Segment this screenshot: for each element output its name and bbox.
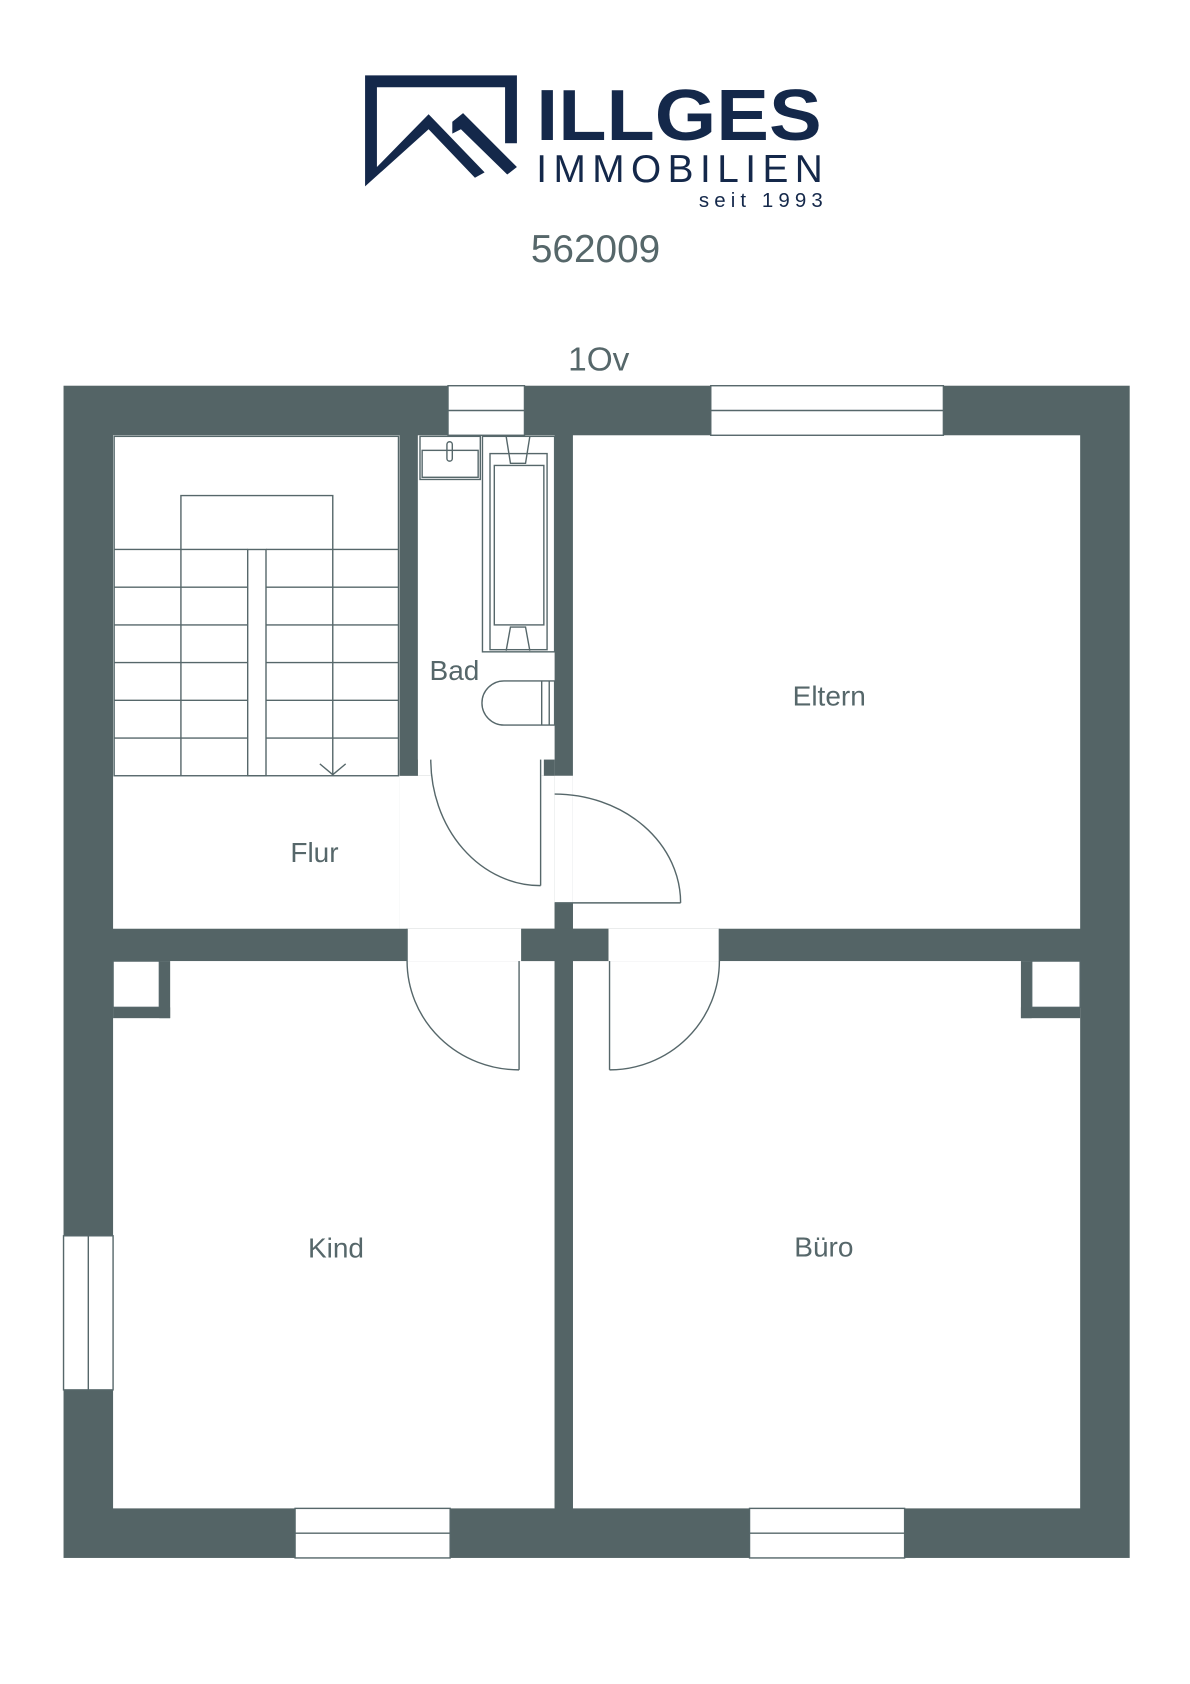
windows: [62, 385, 945, 1559]
room-areas: [113, 435, 1081, 1509]
room-label-kind: Kind: [308, 1232, 364, 1263]
room-buero: [572, 961, 1081, 1509]
stair-direction-arrow-icon: [319, 763, 347, 776]
staircase[interactable]: [113, 435, 400, 777]
company-logo: ILLGES IMMOBILIEN seit 1993: [365, 75, 823, 212]
toilet-icon: [481, 680, 556, 726]
door-buero[interactable]: [608, 928, 721, 1071]
door-kind[interactable]: [406, 928, 520, 1071]
floor-label: 1Ov: [568, 342, 630, 379]
room-label-buero: Büro: [794, 1231, 853, 1262]
door-bad[interactable]: [430, 759, 542, 887]
logo-house-icon: [365, 75, 517, 187]
listing-id: 562009: [531, 228, 660, 271]
window-buero: [748, 1507, 906, 1559]
door-eltern[interactable]: [554, 793, 682, 904]
chimney-left: [112, 960, 161, 1009]
room-eltern: [572, 435, 1081, 929]
chimney-right: [1030, 960, 1081, 1009]
room-kind: [113, 961, 555, 1509]
window-kind-side: [62, 1235, 114, 1391]
window-bad: [447, 385, 526, 436]
sink-icon: [419, 435, 482, 481]
room-flur-stair: [113, 435, 400, 929]
logo-brand-text: ILLGES: [536, 76, 821, 156]
logo-since-text: seit 1993: [699, 189, 823, 212]
room-label-eltern: Eltern: [793, 681, 866, 712]
room-label-bad: Bad: [430, 655, 480, 686]
room-bad: [417, 435, 555, 776]
room-label-flur: Flur: [290, 837, 338, 868]
window-kind: [294, 1507, 451, 1559]
window-eltern: [710, 385, 945, 436]
bathtub-icon: [481, 435, 556, 653]
logo-subtitle-text: IMMOBILIEN: [536, 148, 822, 191]
